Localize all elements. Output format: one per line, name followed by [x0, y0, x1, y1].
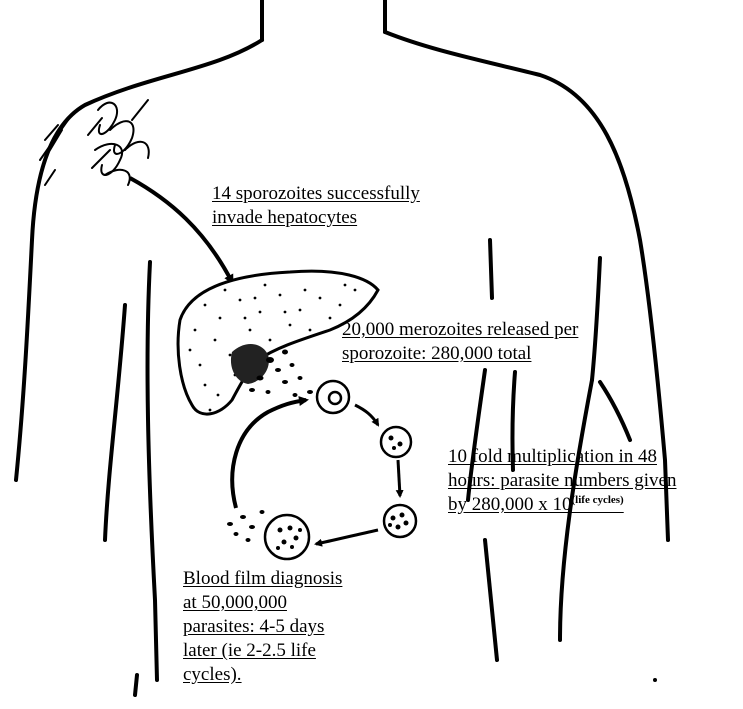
diagnosis-label: Blood film diagnosis at 50,000,000 paras…	[183, 567, 342, 687]
diagnosis-label-line1: Blood film diagnosis	[183, 567, 342, 591]
stray-dot	[653, 678, 657, 682]
left-torso-mark	[135, 675, 137, 695]
multiplication-formula-base: by 280,000 x 10	[448, 494, 572, 515]
multiplication-label-line2: hours: parasite numbers given	[448, 469, 676, 493]
schizont-cell	[384, 505, 416, 537]
right-rib-mark	[600, 382, 630, 440]
cycle-arrows	[232, 400, 400, 544]
cell-contents	[227, 436, 409, 551]
merozoites-label: 20,000 merozoites released per sporozoit…	[342, 318, 578, 366]
merozoites-label-line2: sporozoite: 280,000 total	[342, 342, 578, 366]
multiplication-formula-exponent: (life cycles)	[572, 494, 624, 506]
right-torso-outline	[592, 258, 600, 380]
sternum-mark	[490, 240, 492, 298]
sporozoites-label-line2: invade hepatocytes	[212, 206, 420, 230]
lower-body-outline	[485, 540, 497, 660]
trophozoite-cell	[381, 427, 411, 457]
left-torso-outline	[148, 262, 157, 680]
diagnosis-label-line3: parasites: 4-5 days	[183, 615, 342, 639]
sporozoites-label-line1: 14 sporozoites successfully	[212, 182, 420, 206]
bursting-schizont-cell	[265, 515, 309, 559]
diagnosis-label-line2: at 50,000,000	[183, 591, 342, 615]
ring-stage-cell	[317, 381, 349, 413]
multiplication-label-line3: by 280,000 x 10(life cycles)	[448, 493, 676, 517]
merozoites-label-line1: 20,000 merozoites released per	[342, 318, 578, 342]
diagnosis-label-line4: later (ie 2-2.5 life	[183, 639, 342, 663]
diagnosis-label-line5: cycles).	[183, 663, 342, 687]
left-arm-inner-outline	[105, 305, 125, 540]
sporozoite-cluster	[40, 100, 149, 185]
multiplication-label: 10 fold multiplication in 48 hours: para…	[448, 445, 676, 517]
sporozoites-label: 14 sporozoites successfully invade hepat…	[212, 182, 420, 230]
left-shoulder-outline	[16, 40, 262, 480]
blood-stage-cycle	[265, 381, 416, 559]
multiplication-label-line1: 10 fold multiplication in 48	[448, 445, 676, 469]
